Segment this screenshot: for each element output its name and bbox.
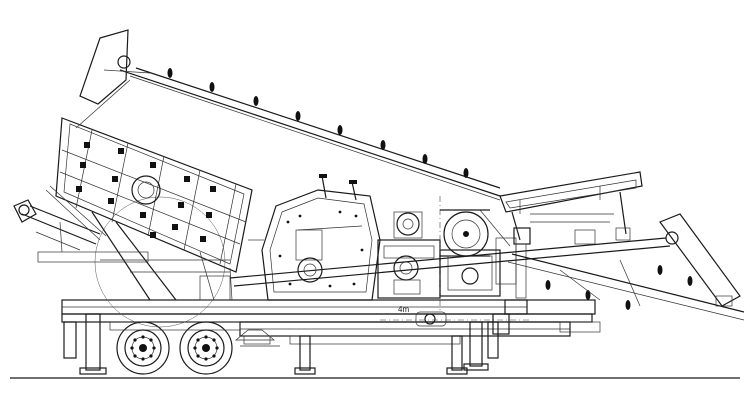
inclined-feed-conveyor bbox=[75, 29, 501, 201]
main-discharge-conveyor bbox=[229, 213, 745, 321]
axle-suspension bbox=[109, 321, 280, 347]
drive-motor bbox=[377, 211, 441, 299]
annotation-4m: 4m bbox=[398, 305, 409, 314]
support-legs bbox=[63, 313, 510, 375]
side-discharge-conveyor bbox=[13, 185, 149, 263]
vibrating-screen bbox=[55, 117, 253, 301]
impact-crusher bbox=[248, 174, 381, 301]
hydraulic-cylinder bbox=[415, 311, 447, 327]
vibrating-feeder bbox=[499, 171, 643, 299]
